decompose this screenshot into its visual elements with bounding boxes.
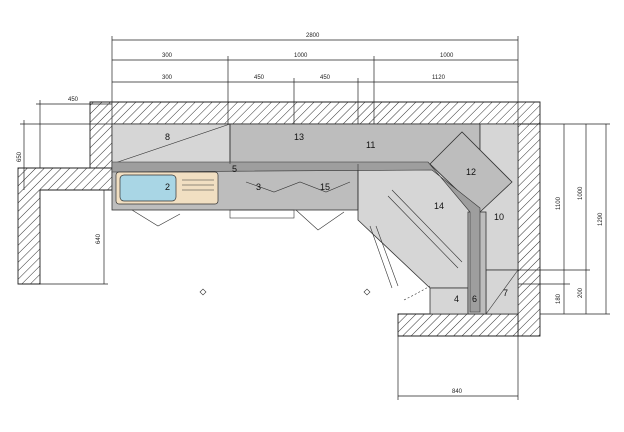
label-8: 8 <box>165 132 170 142</box>
dim-top-row3-b: 450 <box>254 75 265 81</box>
label-2: 2 <box>165 182 170 192</box>
cabinet-labels: 8 13 11 12 5 2 3 15 14 10 7 4 6 <box>165 132 508 304</box>
label-4: 4 <box>454 294 459 304</box>
label-5: 5 <box>232 164 237 174</box>
dim-right-small-1: 180 <box>556 293 562 304</box>
dim-right-3: 1290 <box>598 212 604 226</box>
dim-right-2: 1000 <box>578 186 584 200</box>
dim-top-total: 2800 <box>306 33 320 39</box>
dim-top-row2-b: 1000 <box>294 53 308 59</box>
dimension-lines-top: 2800 300 1000 1000 300 450 450 1120 <box>111 33 519 124</box>
label-10: 10 <box>494 212 504 222</box>
dimension-lines-right: 1100 1000 1290 180 200 <box>518 123 610 315</box>
wall-right <box>517 123 541 337</box>
label-12: 12 <box>466 167 476 177</box>
label-7: 7 <box>503 288 508 298</box>
dimension-lines-left: 450 650 640 <box>17 97 112 285</box>
label-6: 6 <box>472 294 477 304</box>
dim-left-wall: 450 <box>68 97 79 103</box>
sink <box>115 171 219 205</box>
dim-right-small-2: 200 <box>578 287 584 298</box>
label-13: 13 <box>294 132 304 142</box>
label-15: 15 <box>320 182 330 192</box>
detail-lines <box>111 123 481 313</box>
dimension-lines-bottom: 840 <box>397 336 519 400</box>
dim-right-1: 1100 <box>556 196 562 210</box>
wall-left-stub <box>17 167 113 285</box>
door-swings <box>131 181 431 301</box>
label-14: 14 <box>434 201 444 211</box>
sink-bowl <box>119 174 177 202</box>
dim-left-height: 650 <box>17 151 23 162</box>
wall-bottom-right <box>397 313 519 337</box>
dim-left-low: 640 <box>96 233 102 244</box>
dim-top-row2-a: 300 <box>162 53 173 59</box>
walls <box>17 101 541 337</box>
dim-bottom: 840 <box>452 389 463 395</box>
dim-top-row2-c: 1000 <box>440 53 454 59</box>
dim-top-row3-c: 450 <box>320 75 331 81</box>
dim-top-row3-d: 1120 <box>432 75 446 81</box>
label-11: 11 <box>366 140 375 150</box>
dim-top-row3-a: 300 <box>162 75 173 81</box>
cabinet-4-area <box>429 287 469 315</box>
label-3: 3 <box>256 182 261 192</box>
counters <box>111 123 519 315</box>
